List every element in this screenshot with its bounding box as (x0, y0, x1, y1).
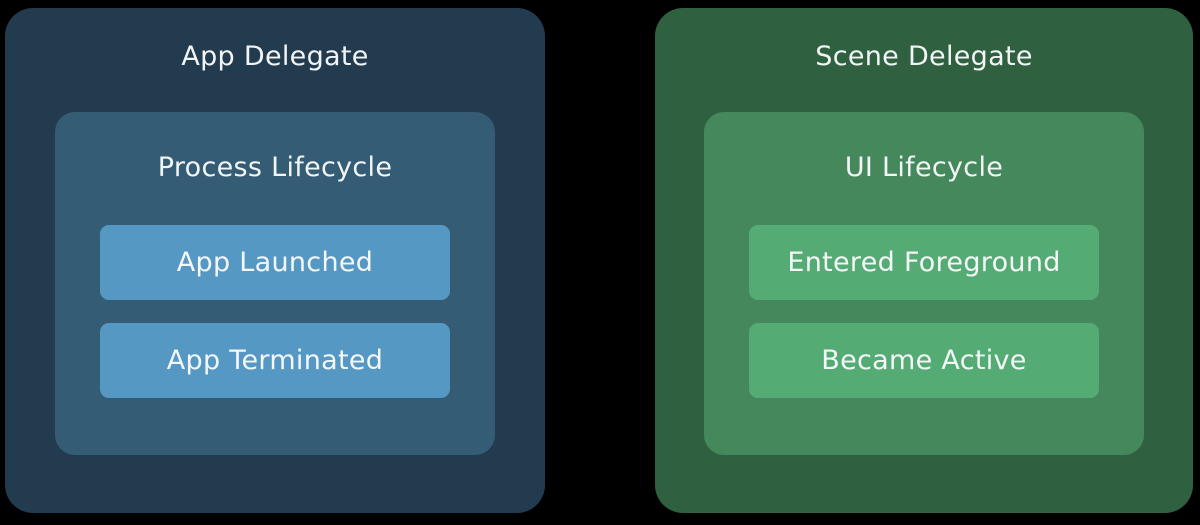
ui-lifecycle-title: UI Lifecycle (844, 152, 1004, 183)
app-delegate-panel: App Delegate Process Lifecycle App Launc… (5, 8, 545, 513)
entered-foreground-node: Entered Foreground (749, 225, 1099, 300)
ui-lifecycle-card: UI Lifecycle Entered Foreground Became A… (704, 112, 1144, 455)
scene-delegate-title: Scene Delegate (815, 41, 1033, 72)
became-active-node: Became Active (749, 323, 1099, 398)
app-delegate-title: App Delegate (181, 41, 369, 72)
process-lifecycle-title: Process Lifecycle (157, 152, 393, 183)
scene-delegate-panel: Scene Delegate UI Lifecycle Entered Fore… (655, 8, 1193, 513)
app-launched-node: App Launched (100, 225, 450, 300)
process-lifecycle-card: Process Lifecycle App Launched App Termi… (55, 112, 495, 455)
app-terminated-node: App Terminated (100, 323, 450, 398)
